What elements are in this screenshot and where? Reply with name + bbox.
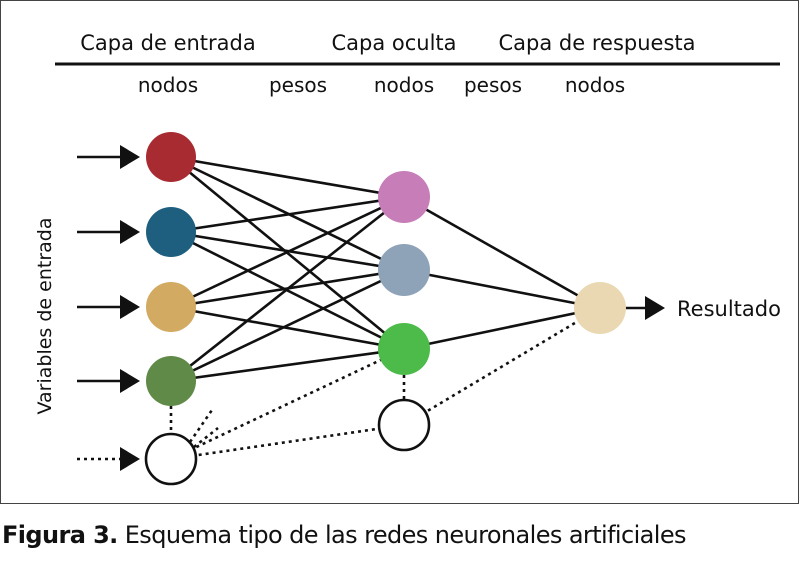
neural-network-diagram: Capa de entrada Capa oculta Capa de resp… (34, 31, 781, 486)
input-bias-node (144, 432, 198, 486)
arrow-head-icon (120, 220, 140, 244)
caption-text: Esquema tipo de las redes neuronales art… (117, 521, 687, 549)
weights-1-label: pesos (269, 73, 327, 97)
input-variables-label: Variables de entrada (34, 218, 56, 415)
hidden-node-1 (378, 171, 430, 223)
connection (403, 306, 601, 351)
hidden-layer-header: Capa oculta (331, 31, 456, 55)
connection (170, 305, 405, 351)
connection (170, 195, 405, 383)
connection (403, 195, 601, 310)
input-node-4 (146, 356, 196, 406)
bias-connections (169, 306, 601, 461)
figure-frame (0, 0, 799, 504)
input-node-3 (146, 282, 196, 332)
hidden-nodes-label: nodos (374, 73, 434, 97)
arrow-head-icon (120, 447, 140, 471)
output-arrow-head-icon (645, 296, 665, 320)
input-node-2 (146, 207, 196, 257)
arrow-head-icon (120, 145, 140, 169)
dotted-connection (188, 409, 214, 443)
hidden-bias-node (377, 398, 431, 452)
dotted-connection (170, 423, 405, 461)
connection (170, 155, 405, 199)
result-label: Resultado (677, 297, 781, 321)
input-nodes-label: nodos (138, 73, 198, 97)
dotted-connection (403, 306, 601, 427)
input-hidden-connections (170, 155, 405, 383)
input-arrows (77, 145, 140, 471)
hidden-output-connections (403, 195, 601, 351)
output-node (574, 282, 626, 334)
figure-caption: Figura 3. Esquema tipo de las redes neur… (2, 521, 687, 549)
weights-2-label: pesos (464, 73, 522, 97)
caption-figure-number: Figura 3. (2, 521, 118, 549)
output-layer-header: Capa de respuesta (499, 31, 696, 55)
connection (170, 195, 405, 234)
connection (170, 195, 405, 309)
dotted-connection (193, 426, 219, 449)
input-node-1 (146, 132, 196, 182)
hidden-node-2 (378, 244, 430, 296)
input-layer-header: Capa de entrada (80, 31, 256, 55)
output-nodes-label: nodos (565, 73, 625, 97)
hidden-node-3 (378, 323, 430, 375)
dotted-connection (170, 347, 405, 461)
arrow-head-icon (120, 369, 140, 393)
connection (170, 268, 405, 383)
arrow-head-icon (120, 295, 140, 319)
connection (403, 268, 601, 310)
connection (170, 347, 405, 383)
